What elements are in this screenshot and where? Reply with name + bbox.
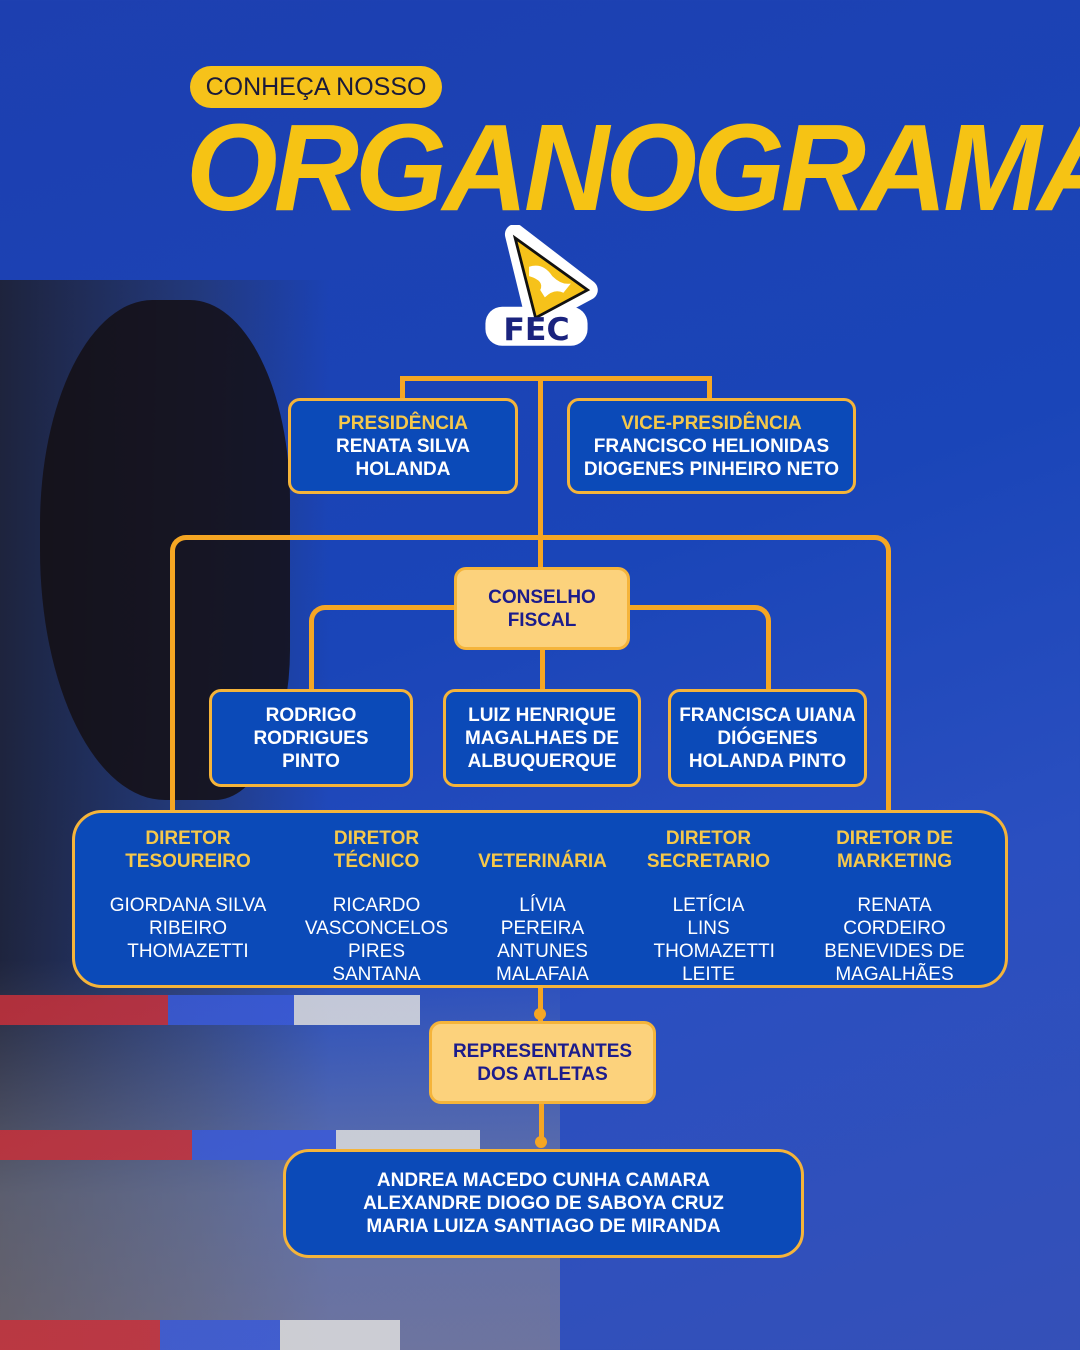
name: RICARDO VASCONCELOS PIRES SANTANA <box>304 895 449 985</box>
role: VETERINÁRIA <box>478 851 607 872</box>
role: DIRETOR TÉCNICO <box>333 828 420 872</box>
representantes-names-box: ANDREA MACEDO CUNHA CAMARA ALEXANDRE DIO… <box>283 1149 804 1258</box>
diretoria-item: DIRETOR TÉCNICO RICARDO VASCONCELOS PIRES… <box>302 827 452 985</box>
connector <box>538 378 543 568</box>
representantes-box: REPRESENTANTES DOS ATLETAS <box>429 1021 656 1104</box>
name: LETÍCIA LINS THOMAZETTI LEITE <box>653 895 775 985</box>
conselho-member: RODRIGO RODRIGUES PINTO <box>209 689 413 787</box>
conselho-title: CONSELHO FISCAL <box>488 586 596 631</box>
connector <box>400 376 405 400</box>
diretoria-item: DIRETOR TESOUREIRO GIORDANA SILVA RIBEIRO… <box>96 827 281 985</box>
connector-dot <box>535 1136 547 1148</box>
role: DIRETOR SECRETARIO <box>646 828 771 872</box>
name: RENATA CORDEIRO BENEVIDES DE MAGALHÃES <box>824 895 965 985</box>
vice-name-line: FRANCISCO HELIONIDAS <box>593 435 830 457</box>
name: LÍVIA PEREIRA ANTUNES MALAFAIA <box>496 895 589 985</box>
representante-name: ANDREA MACEDO CUNHA CAMARA <box>376 1170 711 1191</box>
presidencia-title: PRESIDÊNCIA <box>338 412 468 434</box>
vice-name-line: DIOGENES PINHEIRO NETO <box>583 458 840 480</box>
connector <box>400 376 712 381</box>
conselho-member: FRANCISCA UIANA DIÓGENES HOLANDA PINTO <box>668 689 867 787</box>
member-name: FRANCISCA UIANA DIÓGENES HOLANDA PINTO <box>679 704 856 772</box>
representante-name: ALEXANDRE DIOGO DE SABOYA CRUZ <box>363 1193 724 1214</box>
jump-rail <box>0 995 420 1025</box>
conselho-fiscal-box: CONSELHO FISCAL <box>454 567 630 650</box>
conselho-member: LUIZ HENRIQUE MAGALHAES DE ALBUQUERQUE <box>443 689 641 787</box>
vice-presidencia-box: VICE-PRESIDÊNCIA FRANCISCO HELIONIDAS DI… <box>567 398 856 494</box>
presidencia-box: PRESIDÊNCIA RENATA SILVA HOLANDA <box>288 398 518 494</box>
intro-pill: CONHEÇA NOSSO <box>190 66 442 108</box>
diretoria-item: DIRETOR DE MARKETING RENATA CORDEIRO BENE… <box>805 827 985 985</box>
svg-text:FEC: FEC <box>503 312 569 348</box>
role: DIRETOR TESOUREIRO <box>125 828 251 872</box>
diretoria-item: VETERINÁRIA LÍVIA PEREIRA ANTUNES MALAFAI… <box>473 827 613 985</box>
connector-dot <box>534 1008 546 1020</box>
member-name: RODRIGO RODRIGUES PINTO <box>253 704 369 772</box>
connector <box>170 535 891 815</box>
representante-name: MARIA LUIZA SANTIAGO DE MIRANDA <box>366 1216 721 1237</box>
page-title: ORGANOGRAMA <box>186 98 1080 238</box>
jump-rail <box>0 1320 400 1350</box>
diretoria-item: DIRETOR SECRETARIO LETÍCIA LINS THOMAZETT… <box>634 827 784 985</box>
member-name: LUIZ HENRIQUE MAGALHAES DE ALBUQUERQUE <box>464 704 620 772</box>
representantes-title: REPRESENTANTES DOS ATLETAS <box>452 1040 633 1085</box>
vice-title: VICE-PRESIDÊNCIA <box>621 412 802 434</box>
role: DIRETOR DE MARKETING <box>836 828 953 872</box>
connector <box>538 986 543 1022</box>
name: GIORDANA SILVA RIBEIRO THOMAZETTI <box>109 895 267 962</box>
connector <box>707 376 712 400</box>
connector <box>539 1102 544 1144</box>
fec-logo: FEC <box>485 225 598 348</box>
diretoria-box: DIRETOR TESOUREIRO GIORDANA SILVA RIBEIRO… <box>72 810 1008 988</box>
connector <box>540 648 545 692</box>
presidencia-name: RENATA SILVA HOLANDA <box>335 435 471 480</box>
